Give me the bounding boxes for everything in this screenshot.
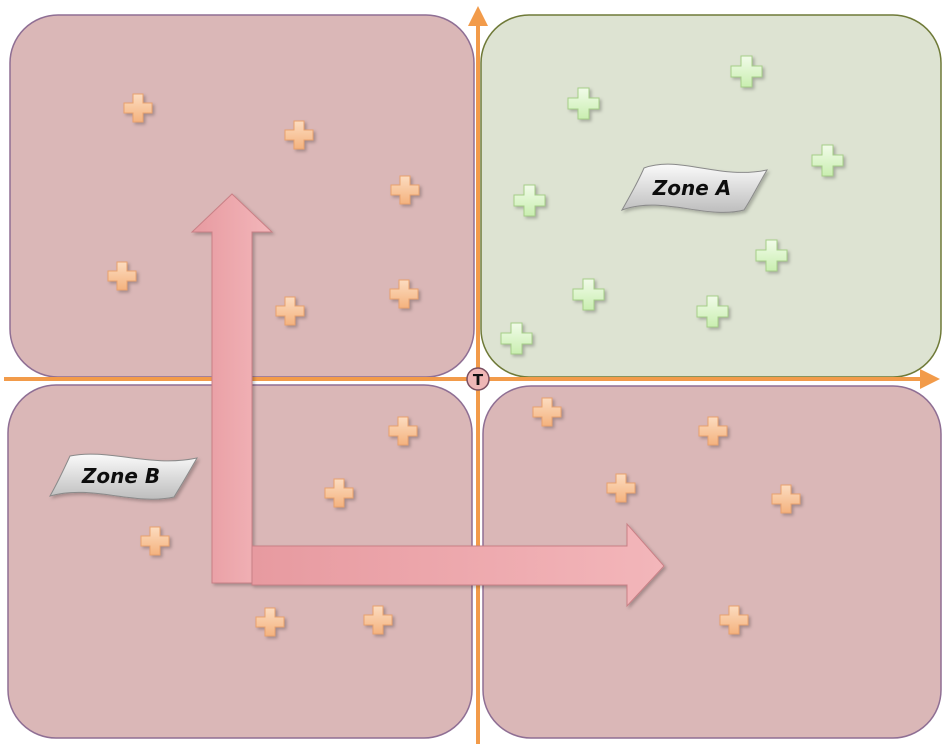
origin-marker: T (466, 367, 490, 391)
orange-cross-icon (123, 93, 153, 123)
orange-cross-icon (719, 605, 749, 635)
zone-a-label-text: Zone A (652, 176, 732, 200)
orange-cross-icon (606, 473, 636, 503)
orange-cross-icon (284, 120, 314, 150)
origin-marker-label: T (473, 371, 484, 389)
zone-b-label: Zone B (48, 453, 198, 500)
horizontal-axis (4, 369, 940, 389)
green-cross-group (500, 55, 844, 355)
orange-cross-icon (532, 397, 562, 427)
zone-a-label: Zone A (620, 163, 769, 213)
orange-cross-icon (107, 261, 137, 291)
orange-cross-icon (324, 478, 354, 508)
orange-cross-group (107, 93, 801, 637)
green-cross-icon (755, 239, 788, 272)
orange-cross-icon (388, 416, 418, 446)
green-cross-icon (811, 144, 844, 177)
green-cross-icon (500, 322, 533, 355)
orange-cross-icon (698, 416, 728, 446)
zone-b-label-text: Zone B (81, 464, 160, 488)
green-cross-icon (513, 184, 546, 217)
green-cross-icon (567, 87, 600, 120)
big-arrow-up (190, 193, 274, 584)
zone-a-banner-shape (620, 163, 769, 213)
zone-b-banner-shape (48, 453, 198, 500)
orange-cross-icon (389, 279, 419, 309)
orange-cross-icon (771, 484, 801, 514)
green-cross-icon (730, 55, 763, 88)
orange-cross-icon (275, 296, 305, 326)
orange-cross-icon (255, 607, 285, 637)
orange-cross-icon (363, 605, 393, 635)
green-cross-icon (696, 295, 729, 328)
orange-cross-icon (140, 526, 170, 556)
green-cross-icon (572, 278, 605, 311)
orange-cross-icon (390, 175, 420, 205)
big-arrow-right (251, 522, 665, 608)
